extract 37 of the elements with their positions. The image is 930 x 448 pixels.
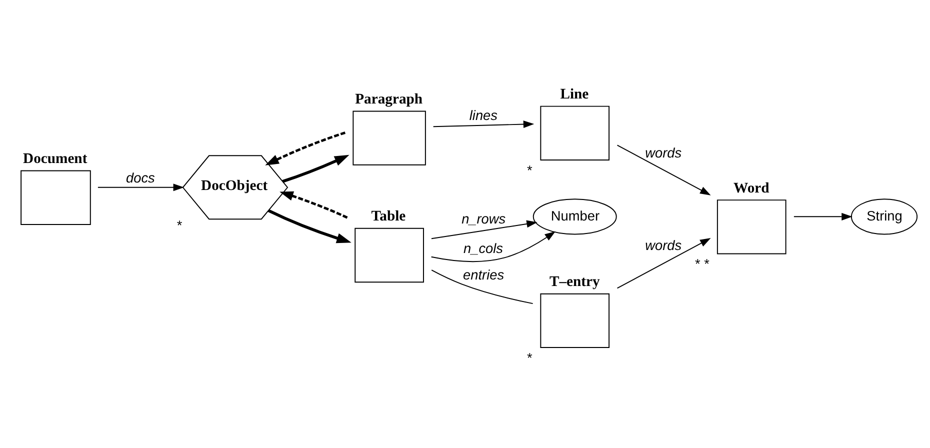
node-box <box>354 228 424 283</box>
node-label: * <box>176 218 182 234</box>
edge-label: n_rows <box>462 212 506 227</box>
arrow <box>616 238 711 289</box>
edge-label: lines <box>469 108 498 124</box>
arrow <box>282 154 350 183</box>
node-label: Table <box>371 208 406 225</box>
arrow <box>616 144 711 196</box>
edge-label: docs <box>126 170 155 186</box>
node-label: Paragraph <box>355 91 423 108</box>
arrow <box>265 132 346 166</box>
node-box <box>716 200 786 254</box>
arrow <box>268 209 352 244</box>
node-box <box>540 106 610 161</box>
node-label: * <box>527 350 532 366</box>
node-box <box>352 110 426 166</box>
node-label: Document <box>23 150 88 167</box>
node-ellipse: Number <box>532 198 617 235</box>
node-box <box>20 170 91 225</box>
node-label: Word <box>734 180 770 196</box>
arrow <box>97 184 184 192</box>
edge-label: words <box>645 238 682 254</box>
connector <box>431 270 534 304</box>
node-box <box>540 293 610 348</box>
node-label: T–entry <box>549 274 600 290</box>
node-label: * * <box>694 256 710 272</box>
node-label: * <box>527 162 532 178</box>
arrow <box>432 120 534 128</box>
arrow <box>430 231 556 262</box>
edge-label: entries <box>463 267 504 282</box>
edge-label: n_cols <box>464 241 504 256</box>
arrow <box>280 191 348 219</box>
arrow <box>431 220 538 240</box>
node-ellipse: String <box>850 198 918 235</box>
edge-label: words <box>645 145 682 160</box>
arrow <box>793 212 852 220</box>
node-label: Line <box>560 86 589 103</box>
